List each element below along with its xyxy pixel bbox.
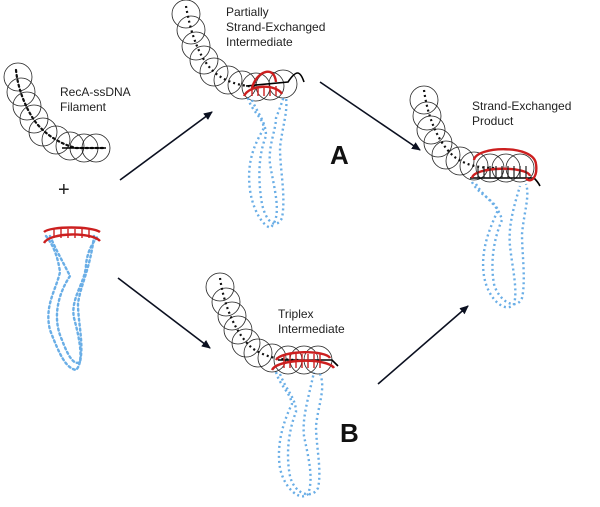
triplex-label-line-2: Intermediate: [278, 322, 345, 336]
filament-label: RecA-ssDNA Filament: [60, 85, 133, 114]
supercoiled-duplex-left: [42, 226, 101, 372]
path-label-a: A: [330, 140, 349, 170]
filament-label-line-2: Filament: [60, 100, 107, 114]
filament-label-line-1: RecA-ssDNA: [60, 85, 131, 99]
triplex-intermediate: [205, 272, 339, 498]
partial-label: Partially Strand-Exchanged Intermediate: [226, 5, 329, 49]
partial-label-line-1: Partially: [226, 5, 269, 19]
partial-label-line-3: Intermediate: [226, 35, 293, 49]
product-label-line-1: Strand-Exchanged: [472, 99, 571, 113]
triplex-label: Triplex Intermediate: [278, 307, 345, 336]
ssdna-strand: [14, 68, 106, 150]
arrow-to-triplex: [117, 277, 211, 349]
path-label-b: B: [340, 418, 359, 448]
duplex-red-region: [42, 226, 101, 244]
product-label: Strand-Exchanged Product: [472, 99, 575, 128]
arrow-to-partial: [119, 111, 213, 181]
partial-exchange-intermediate: [171, 0, 305, 229]
recA-filament-left: [3, 62, 111, 163]
plus-sign: +: [58, 179, 70, 201]
product-label-line-2: Product: [472, 114, 514, 128]
arrow-triplex-to-product: [377, 305, 469, 385]
arrow-partial-to-product: [319, 81, 421, 151]
triplex-label-line-1: Triplex: [278, 307, 314, 321]
strand-exchanged-product: [409, 85, 541, 309]
partial-label-line-2: Strand-Exchanged: [226, 20, 325, 34]
